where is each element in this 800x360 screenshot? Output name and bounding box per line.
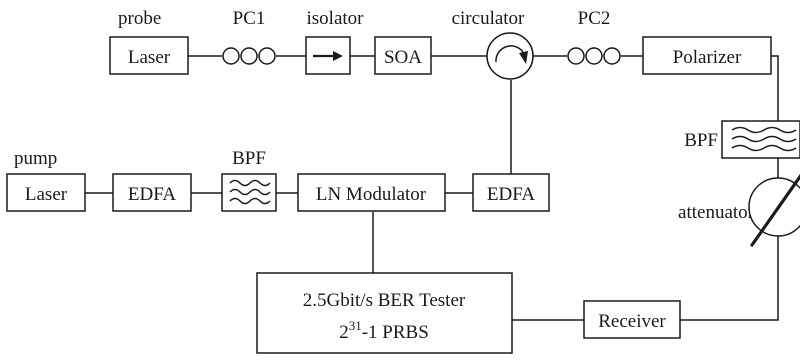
probe-laser: Laser — [109, 36, 189, 75]
circulator-label: circulator — [452, 8, 525, 29]
circulator-icon — [486, 32, 534, 80]
soa: SOA — [374, 36, 432, 75]
pump-laser: Laser — [6, 173, 86, 212]
ln-modulator-label: LN Modulator — [316, 184, 427, 205]
ber-tester: 2.5Gbit/s BER Tester 231-1 PRBS — [256, 272, 513, 354]
receiver-label: Receiver — [598, 311, 666, 332]
bpf-pump-label: BPF — [232, 148, 266, 169]
ber-tester-line2: 231-1 PRBS — [339, 318, 429, 343]
probe-laser-label: Laser — [128, 47, 171, 68]
isolator-label: isolator — [307, 8, 365, 29]
bpf-right-label: BPF — [684, 130, 718, 151]
ber-tester-line1: 2.5Gbit/s BER Tester — [303, 290, 466, 311]
attenuator-label: attenuator — [678, 202, 755, 223]
probe-edfa-label: EDFA — [487, 184, 535, 205]
pc1-coil-icon — [222, 47, 276, 65]
pump-edfa-label: EDFA — [128, 184, 176, 205]
soa-label: SOA — [384, 47, 422, 68]
polarizer: Polarizer — [642, 36, 772, 75]
pc2-label: PC2 — [578, 8, 611, 29]
isolator — [305, 36, 351, 75]
probe-edfa: EDFA — [472, 173, 550, 212]
isolator-arrow-icon — [313, 51, 343, 61]
attenuator-icon — [748, 173, 800, 247]
probe-label: probe — [118, 8, 161, 29]
pc2-coil-icon — [567, 47, 621, 65]
bpf-right-filter-icon — [721, 120, 800, 159]
pump-laser-label: Laser — [25, 184, 68, 205]
pump-label: pump — [14, 148, 57, 169]
polarizer-label: Polarizer — [673, 47, 742, 68]
fiber-connections — [85, 55, 779, 321]
receiver: Receiver — [583, 300, 681, 339]
ln-modulator: LN Modulator — [297, 173, 446, 212]
bpf-pump-filter-icon — [221, 173, 277, 212]
pump-edfa: EDFA — [112, 173, 192, 212]
pc1-label: PC1 — [233, 8, 266, 29]
